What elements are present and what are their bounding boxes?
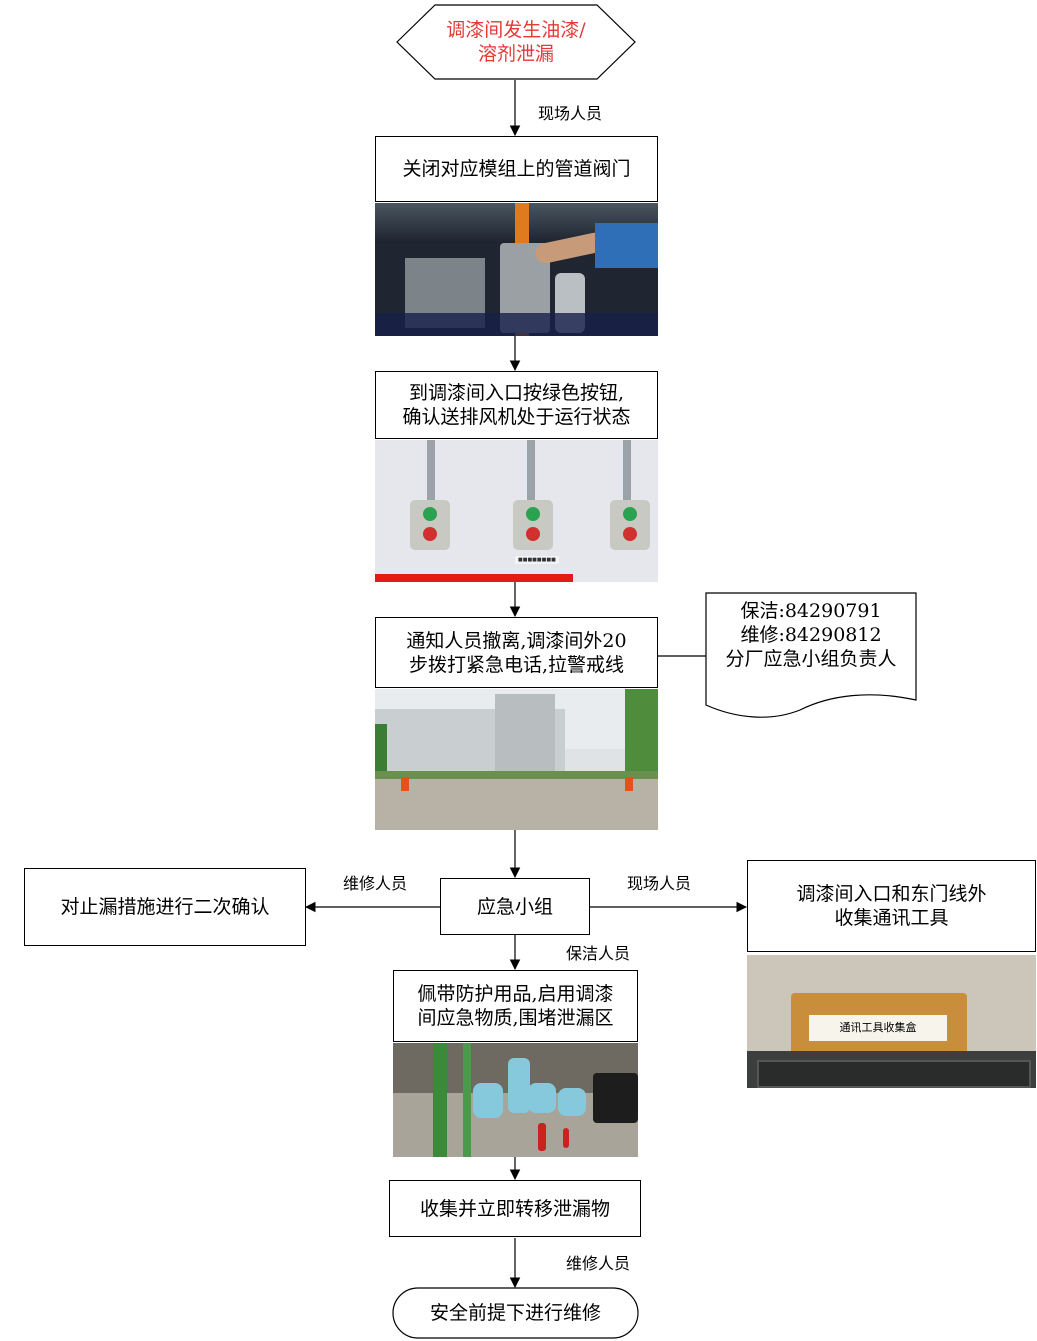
step-collect-leak-text: 收集并立即转移泄漏物: [419, 1197, 610, 1220]
label-maint-bottom: 维修人员: [566, 1254, 631, 1273]
contact-maintenance: 维修:84290812: [740, 624, 882, 646]
contacts-document-shape: [705, 592, 917, 718]
end-terminator-shape: [392, 1287, 639, 1339]
step-ppe-line2: 间应急物质,围堵泄漏区: [417, 1007, 614, 1029]
step-confirm-measures-text: 对止漏措施进行二次确认: [60, 896, 270, 918]
step-collect-leak: 收集并立即转移泄漏物: [389, 1180, 641, 1237]
step-collect-tools-line2: 收集通讯工具: [834, 907, 949, 929]
end-node: 安全前提下进行维修: [393, 1288, 638, 1338]
factory-building-photo-icon: [375, 689, 658, 830]
step-green-button: 到调漆间入口按绿色按钮, 确认送排风机处于运行状态: [375, 371, 658, 439]
step-ppe: 佩带防护用品,启用调漆 间应急物质,围堵泄漏区: [393, 970, 638, 1042]
step-green-button-line2: 确认送排风机处于运行状态: [402, 406, 631, 428]
control-buttons-photo-icon: ■■■■■■■■: [375, 440, 658, 582]
step-green-button-line1: 到调漆间入口按绿色按钮,: [408, 382, 625, 404]
valve-photo-icon: [375, 203, 658, 336]
step-close-valve: 关闭对应模组上的管道阀门: [375, 136, 658, 202]
label-maint-left: 维修人员: [343, 874, 408, 893]
step-close-valve-text: 关闭对应模组上的管道阀门: [402, 158, 631, 180]
tool-collection-box-photo-icon: 通讯工具收集盒: [747, 955, 1036, 1088]
emergency-group: 应急小组: [440, 878, 590, 935]
start-line-1: 调漆间发生油漆/: [446, 19, 586, 41]
button-panel-sign: ■■■■■■■■: [515, 556, 559, 564]
contacts-document: 保洁:84290791 维修:84290812 分厂应急小组负责人: [706, 596, 916, 674]
step-ppe-line1: 佩带防护用品,启用调漆: [417, 983, 614, 1005]
step-confirm-measures: 对止漏措施进行二次确认: [24, 868, 306, 946]
contact-leader: 分厂应急小组负责人: [725, 648, 897, 670]
tool-box-sign: 通讯工具收集盒: [809, 1015, 947, 1041]
step-notify-line1: 通知人员撤离,调漆间外20: [406, 629, 627, 652]
label-onsite-top: 现场人员: [538, 104, 603, 123]
step-collect-tools: 调漆间入口和东门线外 收集通讯工具: [747, 860, 1036, 952]
end-node-text: 安全前提下进行维修: [429, 1302, 601, 1324]
start-node: 调漆间发生油漆/ 溶剂泄漏: [420, 8, 612, 76]
contact-cleaning: 保洁:84290791: [740, 600, 882, 622]
start-line-2: 溶剂泄漏: [477, 43, 554, 65]
step-notify: 通知人员撤离,调漆间外20 步拨打紧急电话,拉警戒线: [375, 617, 658, 688]
emergency-team-photo-icon: [393, 1043, 638, 1157]
start-hexagon-shape: [396, 4, 636, 80]
step-notify-line2: 步拨打紧急电话,拉警戒线: [408, 653, 625, 676]
label-cleaning: 保洁人员: [566, 944, 631, 963]
emergency-group-text: 应急小组: [476, 895, 553, 918]
step-collect-tools-line1: 调漆间入口和东门线外: [796, 883, 987, 905]
label-onsite-right: 现场人员: [627, 874, 692, 893]
